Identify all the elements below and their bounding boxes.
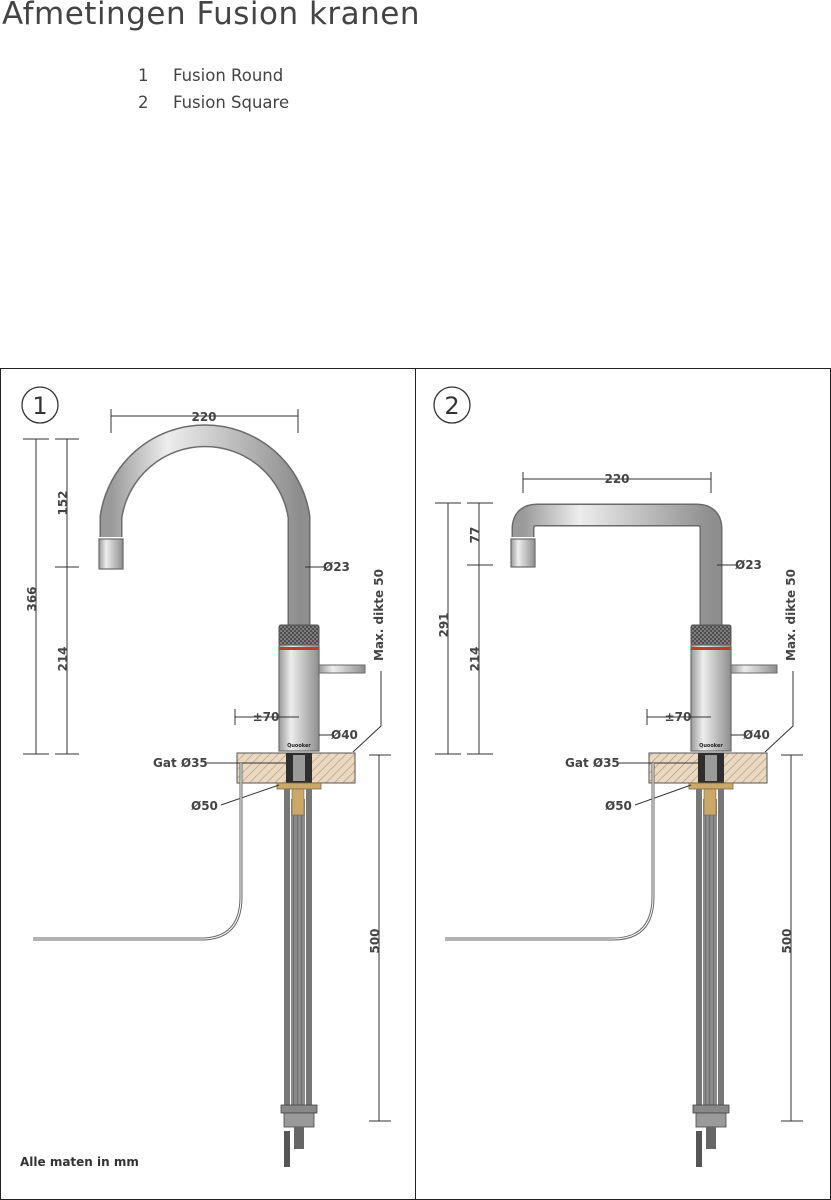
round-spout (101, 425, 309, 627)
tank-pipe (33, 763, 242, 940)
leader-line (764, 671, 794, 753)
model-number: 1 (138, 66, 149, 85)
panel-badge-number: 1 (32, 392, 47, 420)
total-height-label: 291 (437, 612, 451, 637)
supply-hose (306, 789, 312, 1109)
units-footnote: Alle maten in mm (20, 1155, 139, 1169)
faucet-body (278, 644, 320, 752)
square-spout (513, 505, 721, 627)
lever-handle (730, 664, 778, 674)
page-title: Afmetingen Fusion kranen (2, 0, 421, 32)
hole-label: Gat Ø35 (153, 756, 208, 770)
hose-end (294, 1127, 304, 1149)
spout-height-label: 77 (468, 527, 482, 544)
brass-fitting (291, 788, 305, 816)
body-height-label: 214 (468, 646, 482, 671)
model-number: 2 (138, 93, 149, 112)
panel-2: 2 220 291 77 214 Q (433, 386, 803, 1167)
body-diameter-label: Ø40 (743, 728, 770, 742)
supply-hose (703, 799, 717, 1109)
threaded-shaft (705, 755, 717, 781)
spout-height-label: 152 (56, 490, 70, 515)
max-thickness-label: Max. dikte 50 (372, 569, 386, 661)
list-item: 1 Fusion Round (138, 64, 289, 91)
supply-hose (291, 799, 305, 1109)
supply-hose (284, 789, 290, 1109)
offset-label: ±70 (253, 710, 280, 724)
hose-end (284, 1131, 290, 1167)
model-name: Fusion Square (173, 93, 290, 112)
drawing-panels: 1 220 366 152 214 (0, 368, 831, 1200)
width-label: 220 (191, 410, 216, 424)
body-height-label: 214 (56, 646, 70, 671)
hose-length-label: 500 (780, 928, 794, 953)
tank-pipe (445, 763, 655, 941)
spout-diameter-label: Ø23 (735, 558, 762, 572)
hole-label: Gat Ø35 (565, 756, 620, 770)
model-name: Fusion Round (173, 66, 284, 85)
panel-badge (433, 386, 471, 424)
model-list: 1 Fusion Round 2 Fusion Square (138, 64, 289, 118)
hose-connector (283, 1112, 315, 1128)
hose-length-label: 500 (368, 928, 382, 953)
tank-pipe (445, 763, 654, 940)
leader-line (352, 671, 382, 753)
spout-diameter-label: Ø23 (323, 560, 350, 574)
mounting-plate (688, 782, 734, 790)
indicator-ring (279, 647, 319, 650)
total-height-label: 366 (25, 586, 39, 611)
mounting-plate (276, 782, 322, 790)
hose-connector (692, 1104, 730, 1114)
max-thickness-label: Max. dikte 50 (784, 569, 798, 661)
base-diameter-label: Ø50 (191, 799, 218, 813)
hose-connector (280, 1104, 318, 1114)
spout-outline (511, 503, 723, 627)
brand-label: Quooker (287, 743, 311, 749)
supply-hose (696, 789, 702, 1109)
faucet-body (690, 644, 732, 752)
hose-end (706, 1127, 716, 1149)
indicator-ring (691, 647, 731, 650)
hose-connector (695, 1112, 727, 1128)
tank-pipe (33, 763, 243, 941)
lever-handle (318, 664, 366, 674)
supply-hose (718, 789, 724, 1109)
threaded-shaft (293, 755, 305, 781)
width-label: 220 (604, 472, 629, 486)
list-item: 2 Fusion Square (138, 91, 289, 118)
panel-badge (21, 386, 59, 424)
base-diameter-label: Ø50 (605, 799, 632, 813)
brass-fitting (703, 788, 717, 816)
panel-1: 1 220 366 152 214 (21, 386, 391, 1167)
knurled-ring (690, 624, 732, 646)
technical-drawing: 1 220 366 152 214 (21, 386, 803, 1167)
leader-line (634, 784, 692, 806)
spout-outlet (510, 538, 536, 568)
leader-line (220, 784, 280, 806)
brand-label: Quooker (699, 743, 723, 749)
panel-divider (415, 369, 416, 1199)
spout-outlet (98, 538, 124, 570)
hose-end (696, 1131, 702, 1167)
knurled-ring (278, 624, 320, 646)
panel-badge-number: 2 (444, 392, 459, 420)
offset-label: ±70 (665, 710, 692, 724)
body-diameter-label: Ø40 (331, 728, 358, 742)
